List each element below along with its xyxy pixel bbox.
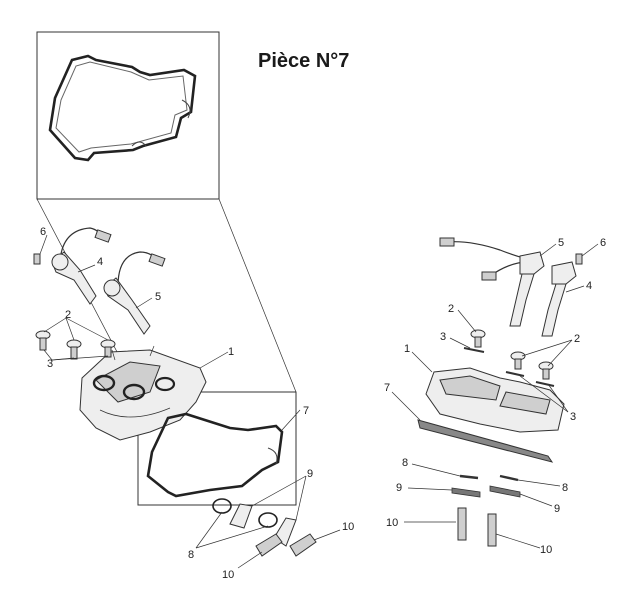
- label-left-7: 7: [303, 405, 309, 417]
- label-left-3: 3: [47, 358, 53, 370]
- label-right-7: 7: [384, 382, 390, 394]
- zoom-inset-frame: [36, 31, 220, 200]
- label-left-1: 1: [228, 346, 234, 358]
- ignition-coil-left-b: [103, 251, 166, 335]
- spark-plugs-left: [255, 533, 317, 557]
- leader-lines-left: [39, 234, 341, 569]
- o-rings-right: [459, 474, 519, 482]
- bolts-left: [35, 330, 116, 360]
- o-rings-left: [212, 498, 278, 528]
- leader-lines-right: [391, 243, 599, 549]
- gasket-right: [417, 419, 554, 463]
- label-right-8b: 8: [562, 482, 568, 494]
- label-right-3b: 3: [570, 411, 576, 423]
- label-left-6: 6: [40, 226, 46, 238]
- washers-right: [463, 347, 555, 387]
- seals-right: [451, 485, 521, 498]
- label-right-2a: 2: [448, 303, 454, 315]
- detail-frame: [137, 391, 297, 506]
- ignition-coil-left-a: [51, 227, 112, 305]
- cylinder-head-left: [79, 345, 207, 441]
- label-right-5: 5: [558, 237, 564, 249]
- valve-cover-right: [425, 367, 565, 433]
- bolt-right: [575, 253, 583, 265]
- label-left-8: 8: [188, 549, 194, 561]
- page-title: Pièce N°7: [258, 50, 350, 72]
- label-right-4: 4: [586, 280, 592, 292]
- label-left-9: 9: [307, 468, 313, 480]
- label-left-2: 2: [65, 309, 71, 321]
- label-left-5: 5: [155, 291, 161, 303]
- label-right-3a: 3: [440, 331, 446, 343]
- label-right-10b: 10: [540, 544, 552, 556]
- label-right-1: 1: [404, 343, 410, 355]
- gasket-left: [146, 412, 284, 498]
- label-right-8a: 8: [402, 457, 408, 469]
- label-right-9a: 9: [396, 482, 402, 494]
- bolts-right: [470, 329, 554, 380]
- spark-plugs-right: [457, 507, 497, 547]
- zoom-leader-line: [218, 198, 297, 393]
- label-left-4: 4: [97, 256, 103, 268]
- label-right-6: 6: [600, 237, 606, 249]
- label-right-2b: 2: [574, 333, 580, 345]
- bolt-left: [33, 253, 41, 265]
- gasket-zoom: [48, 54, 197, 162]
- label-right-9b: 9: [554, 503, 560, 515]
- label-left-10b: 10: [342, 521, 354, 533]
- label-left-10a: 10: [222, 569, 234, 581]
- label-right-10a: 10: [386, 517, 398, 529]
- ignition-coils-right: [439, 237, 577, 337]
